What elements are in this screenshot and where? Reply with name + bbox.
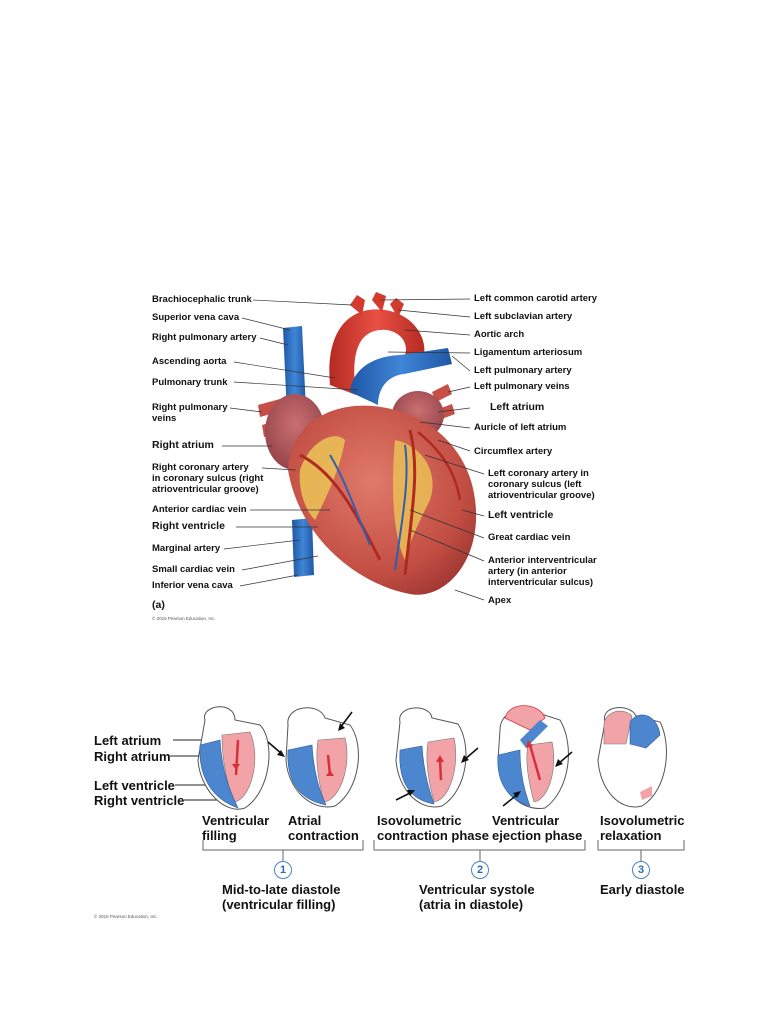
cycle-heart-atrial-contraction [267,707,359,808]
label-pulmonary-trunk: Pulmonary trunk [152,377,228,388]
superior-vena-cava [283,326,306,414]
cycle-copyright: © 2015 Pearson Education, Inc. [94,914,158,919]
panel-label-a: (a) [152,599,165,611]
cycle-heart-ventricular-ejection [497,705,573,809]
legend-right-ventricle: Right ventricle [94,793,185,808]
label-left-common-carotid-artery: Left common carotid artery [474,293,597,304]
label-brachiocephalic-trunk: Brachiocephalic trunk [152,294,252,305]
heart-copyright: © 2015 Pearson Education, Inc. [152,616,216,621]
label-ligamentum-arteriosum: Ligamentum arteriosum [474,347,583,358]
label-right-pulmonary-artery: Right pulmonary artery [152,332,257,343]
inferior-vena-cava [292,518,314,577]
aorta-branches [350,292,404,318]
label-anterior-cardiac-vein: Anterior cardiac vein [152,504,247,515]
legend-left-ventricle: Left ventricle [94,778,175,793]
cycle-brackets [202,840,685,862]
cycle-heart-isovolumetric-contraction [395,707,479,808]
phase-ventricular-filling: Ventricular filling [202,813,270,843]
group-label-diastole: Mid-to-late diastole (ventricular fillin… [222,882,341,912]
phase-isovolumetric-contraction: Isovolumetric contraction phase [377,813,489,843]
label-circumflex-artery: Circumflex artery [474,446,553,457]
label-anterior-interventricular-artery: Anterior interventricular artery (in ant… [488,555,597,588]
label-auricle-of-left-atrium: Auricle of left atrium [474,422,567,433]
group-number-1: 1 [274,861,292,879]
label-left-coronary-artery: Left coronary artery in coronary sulcus … [488,468,595,501]
group-label-early-diastole: Early diastole [600,882,685,897]
group-number-2: 2 [471,861,489,879]
pulmonary-trunk [350,348,452,405]
cycle-heart-ventricular-filling [197,706,270,810]
label-superior-vena-cava: Superior vena cava [152,312,240,323]
phase-isovolumetric-relaxation: Isovolumetric relaxation [600,813,685,843]
legend-left-atrium: Left atrium [94,733,162,748]
group-number-3: 3 [632,861,650,879]
right-leader-lines [379,298,485,601]
label-ascending-aorta: Ascending aorta [152,356,227,367]
label-great-cardiac-vein: Great cardiac vein [488,532,571,543]
label-apex: Apex [488,595,512,606]
label-marginal-artery: Marginal artery [152,543,221,554]
label-right-ventricle: Right ventricle [152,520,225,532]
cycle-heart-isovolumetric-relaxation [597,707,667,808]
legend-right-atrium: Right atrium [94,749,171,764]
label-left-pulmonary-artery: Left pulmonary artery [474,365,572,376]
label-right-atrium: Right atrium [152,439,214,451]
label-aortic-arch: Aortic arch [474,329,525,340]
label-small-cardiac-vein: Small cardiac vein [152,564,235,575]
phase-atrial-contraction: Atrial contraction [288,813,359,843]
left-leader-lines [222,299,359,587]
label-left-ventricle: Left ventricle [488,509,554,521]
label-inferior-vena-cava: Inferior vena cava [152,580,233,591]
label-right-coronary-artery: Right coronary artery in coronary sulcus… [152,462,264,495]
group-label-systole: Ventricular systole (atria in diastole) [419,882,535,912]
phase-ventricular-ejection: Ventricular ejection phase [492,813,583,843]
label-right-pulmonary-veins: Right pulmonary veins [152,402,228,424]
aortic-arch [329,309,425,395]
label-left-pulmonary-veins: Left pulmonary veins [474,381,570,392]
label-left-subclavian-artery: Left subclavian artery [474,311,573,322]
label-left-atrium: Left atrium [490,401,545,413]
